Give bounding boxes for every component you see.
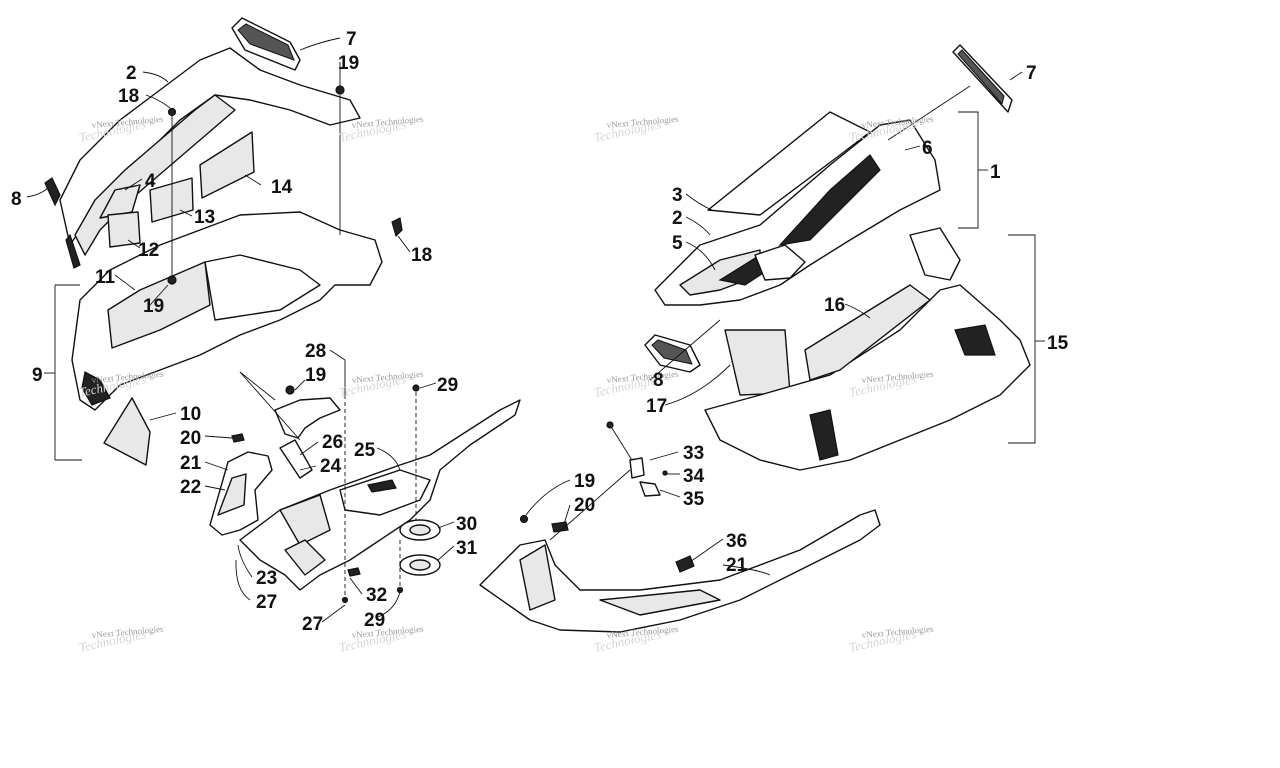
callout-24: 24 — [320, 456, 342, 477]
leader-lines — [26, 37, 1045, 623]
callout-2: 2 — [126, 63, 137, 84]
callout-29: 29 — [437, 375, 458, 396]
callout-13: 13 — [194, 207, 215, 228]
callout-7: 7 — [346, 29, 357, 50]
grommet-31 — [399, 554, 441, 576]
rivet-29-top — [412, 384, 420, 392]
callout-18: 18 — [118, 86, 139, 107]
decal-13 — [149, 177, 194, 223]
decal-12 — [107, 211, 141, 248]
callout-5: 5 — [672, 233, 683, 254]
decal-17 — [724, 329, 791, 396]
callout-20: 20 — [180, 428, 201, 449]
callout-20: 20 — [574, 495, 595, 516]
grommet-30 — [399, 519, 441, 541]
callout-25: 25 — [354, 440, 376, 461]
callout-16: 16 — [824, 295, 845, 316]
callout-28: 28 — [305, 341, 326, 362]
side-bracket-22 — [217, 473, 247, 516]
bolt-19-left — [167, 275, 177, 285]
lower-pan-right — [479, 509, 881, 633]
nut-19-mid — [285, 385, 295, 395]
nut-19-right — [519, 514, 529, 524]
side-clip-left — [44, 177, 61, 207]
callout-10: 10 — [180, 404, 201, 425]
side-panel-right — [704, 227, 1031, 471]
callout-8: 8 — [11, 189, 22, 210]
callout-27: 27 — [256, 592, 277, 613]
callout-29: 29 — [364, 610, 385, 631]
nose-pan-left — [71, 211, 383, 411]
clip-26 — [279, 439, 313, 479]
cable-assembly — [606, 421, 668, 497]
callout-32: 32 — [366, 585, 387, 606]
vent-grille-top-left — [231, 17, 301, 71]
callout-18: 18 — [411, 245, 432, 266]
bolt-19-top — [335, 85, 345, 95]
decal-14 — [199, 131, 255, 199]
callout-7: 7 — [1026, 63, 1037, 84]
callout-30: 30 — [456, 514, 477, 535]
callout-23: 23 — [256, 568, 277, 589]
callout-22: 22 — [180, 477, 201, 498]
bolt-18-right — [391, 217, 403, 238]
callout-34: 34 — [683, 466, 705, 487]
callout-12: 12 — [138, 240, 159, 261]
callout-15: 15 — [1047, 333, 1069, 354]
callout-4: 4 — [145, 171, 156, 192]
callout-19: 19 — [574, 471, 595, 492]
bracket-28 — [274, 397, 341, 439]
hood-right — [654, 119, 941, 306]
belly-pan-left — [239, 399, 521, 591]
callout-19: 19 — [338, 53, 359, 74]
callout-21: 21 — [726, 555, 748, 576]
callout-17: 17 — [646, 396, 667, 417]
callout-33: 33 — [683, 443, 704, 464]
callout-19: 19 — [305, 365, 326, 386]
vent-grille-side-right — [644, 334, 701, 373]
callout-2: 2 — [672, 208, 683, 229]
callout-9: 9 — [32, 365, 43, 386]
vent-grille-top-right — [952, 44, 1013, 113]
bolt-18-left — [167, 107, 177, 117]
callout-26: 26 — [322, 432, 343, 453]
decal-10 — [103, 397, 151, 466]
callout-27: 27 — [302, 614, 323, 635]
callout-19: 19 — [143, 296, 164, 317]
callout-6: 6 — [922, 138, 933, 159]
callout-3: 3 — [672, 185, 683, 206]
callout-36: 36 — [726, 531, 747, 552]
fastener-36 — [675, 555, 695, 573]
callout-21: 21 — [180, 453, 202, 474]
screw-20-mid — [231, 433, 245, 443]
callout-35: 35 — [683, 489, 705, 510]
callout-31: 31 — [456, 538, 478, 559]
callout-labels: 2 18 7 19 8 4 14 13 12 18 11 19 9 10 28 … — [11, 29, 1069, 635]
decal-panel-3 — [707, 111, 871, 216]
callout-1: 1 — [990, 162, 1001, 183]
screw-32 — [347, 567, 361, 577]
callout-14: 14 — [271, 177, 293, 198]
callout-8: 8 — [653, 370, 664, 391]
screw-20-right — [551, 521, 569, 533]
callout-11: 11 — [95, 267, 116, 288]
